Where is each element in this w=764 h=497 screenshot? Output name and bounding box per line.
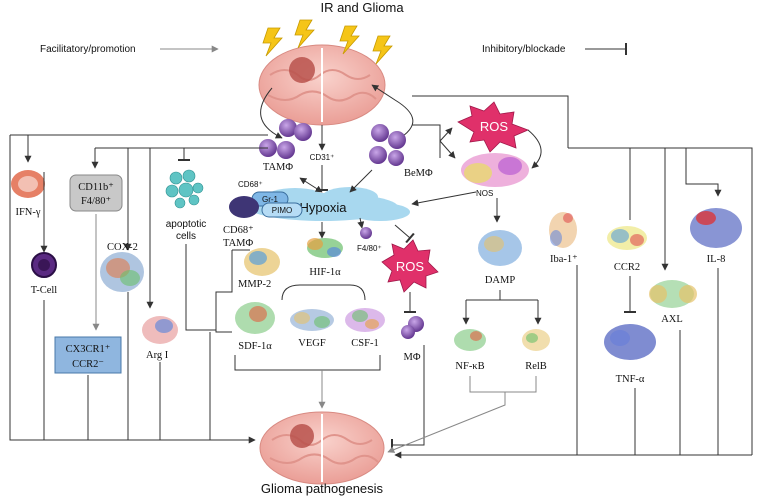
bem-to-ros-line: [412, 124, 441, 158]
hypoxia-to-f480-arrow: [357, 217, 365, 229]
csf-protein-icon: [345, 308, 385, 332]
mphi-label: MΦ: [403, 352, 420, 363]
tam-macrophage-cluster-icon: [259, 119, 312, 159]
f480-cell-icon: [360, 227, 372, 239]
arg1-label: Arg I: [146, 350, 169, 361]
pimo-label: PIMO: [272, 206, 292, 215]
nfkb-protein-icon: [454, 329, 486, 351]
mphi-block-glioma-line: [391, 345, 425, 451]
left-collector-arrow: [9, 270, 256, 444]
hif-bracket-top: [281, 284, 366, 301]
ccr2-protein-icon: [607, 226, 647, 250]
cd68-tam-cell-icon: [229, 196, 259, 218]
cx3cr1-box: [54, 336, 122, 374]
bem-macrophage-cluster-icon: [369, 124, 406, 166]
legend-facilitatory-label: Facilitatory/promotion: [40, 44, 136, 55]
t-cell-label: T-Cell: [31, 285, 58, 296]
mmp2-protein-icon: [244, 248, 280, 276]
bem-to-brain-arrow: [371, 84, 414, 139]
cd11b-box: [69, 174, 123, 212]
ros-mid-label: ROS: [396, 259, 425, 274]
mphi-cell-icon: [401, 316, 424, 339]
mmp-sdf-bracket: [215, 250, 233, 333]
hypoxia-block-ros-line: [394, 224, 415, 244]
brain-to-tam-arrow: [260, 87, 283, 139]
cd11b-label-1: CD11b⁺: [78, 182, 114, 193]
cx3cr1-label-1: CX3CR1⁺: [66, 344, 111, 355]
gr1-label: Gr-1: [262, 195, 279, 204]
relb-label: RelB: [525, 361, 547, 372]
relb-protein-icon: [522, 329, 550, 351]
ros-mid-burst-icon: [381, 239, 439, 293]
il8-label: IL-8: [707, 254, 726, 265]
ifn-label: IFN-γ: [15, 207, 40, 218]
sdf-label: SDF-1α: [238, 341, 272, 352]
hypoxia-label: Hypoxia: [300, 200, 348, 215]
cox2-protein-icon: [100, 252, 144, 292]
sdf-protein-icon: [235, 302, 275, 334]
tam-hypoxia-arrow: [299, 177, 323, 193]
damp-split-line: [465, 290, 539, 320]
arg1-protein-icon: [142, 316, 178, 344]
apoptotic-label-1: apoptotic: [166, 219, 207, 230]
vegf-protein-icon: [290, 309, 334, 331]
bem-hypoxia-arrow: [349, 169, 373, 193]
to-ros-top-arrow: [439, 127, 453, 142]
apoptotic-down-line: [185, 244, 216, 331]
nos-label: NOS: [476, 189, 493, 198]
tam-label: TAMΦ: [263, 162, 293, 173]
to-il8-arrow: [685, 148, 722, 197]
brain-right-top-line: [412, 95, 569, 148]
ros-top-label: ROS: [480, 119, 509, 134]
tnf-protein-icon: [604, 324, 656, 360]
hif-label: HIF-1α: [309, 267, 341, 278]
il8-protein-icon: [690, 208, 742, 248]
apoptotic-label-2: cells: [176, 231, 196, 242]
iba-protein-icon: [549, 212, 577, 248]
diagram-title: IR and Glioma: [320, 0, 404, 15]
ccr2-label: CCR2: [614, 262, 640, 273]
t-cell-nucleus-icon: [38, 259, 50, 271]
top-brain-icon: [258, 44, 386, 126]
hif-protein-icon: [307, 238, 343, 258]
nos-to-hypoxia-arrow: [411, 191, 477, 207]
bem-label: BeMΦ: [404, 168, 433, 179]
cd68-tam-label-2: TAMΦ: [223, 238, 253, 249]
to-nos-arrow: [439, 140, 456, 159]
bottom-brain-icon: [259, 411, 385, 485]
cd11b-label-2: F4/80⁺: [81, 196, 112, 207]
lightning-icon: [262, 19, 393, 65]
damp-label: DAMP: [485, 275, 516, 286]
nfkb-relb-bracket: [469, 376, 537, 393]
cd31-label: CD31⁺: [310, 153, 335, 162]
ifn-gamma-protein-icon: [11, 170, 45, 198]
nfkb-relb-to-glioma-arrow: [387, 392, 506, 453]
cd68-tam-label-1: CD68⁺: [223, 225, 254, 236]
mmp2-label: MMP-2: [238, 279, 271, 290]
ros-nos-loop-arrow: [527, 129, 542, 169]
axl-protein-icon: [649, 280, 697, 308]
csf-label: CSF-1: [351, 338, 378, 349]
right-border-line: [568, 147, 753, 455]
damp-protein-icon: [478, 230, 522, 266]
cd68-small-label: CD68⁺: [238, 180, 263, 189]
legend-inhibitory-label: Inhibitory/blockade: [482, 44, 566, 55]
axl-label: AXL: [661, 314, 683, 325]
nos-protein-icon: [461, 153, 529, 187]
glioma-pathogenesis-label: Glioma pathogenesis: [261, 481, 384, 496]
cx3cr1-label-2: CCR2⁻: [72, 359, 104, 370]
iba-label: Iba-1⁺: [550, 254, 578, 265]
factors-bracket-bottom: [234, 355, 381, 371]
vegf-label: VEGF: [298, 338, 326, 349]
apoptotic-cells-icon: [165, 169, 204, 209]
tnf-label: TNF-α: [616, 374, 645, 385]
nfkb-label: NF-κB: [455, 361, 484, 372]
f480-label: F4/80⁺: [357, 244, 382, 253]
cox2-label: COX-2: [107, 242, 138, 253]
